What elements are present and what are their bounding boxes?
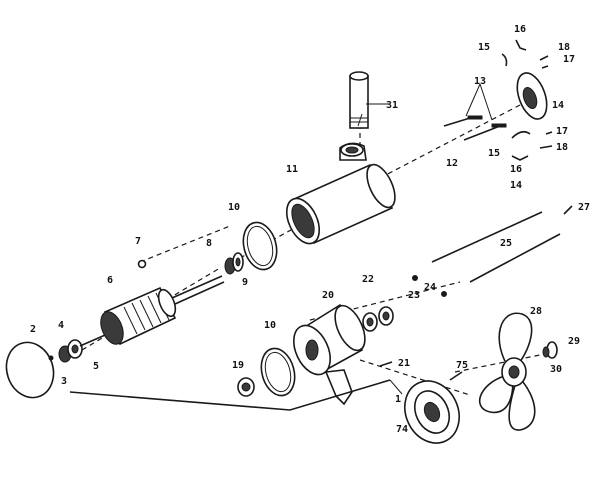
- callout-22: 22: [362, 274, 374, 285]
- callout-23: 23: [408, 290, 420, 301]
- callout-17-upper: 17: [563, 54, 575, 65]
- prop-nut-29-30: [542, 341, 558, 359]
- callout-16-upper: 16: [514, 24, 526, 35]
- gear-bearings: [362, 306, 394, 332]
- callout-74: 74: [396, 424, 408, 435]
- callout-14-lower: 14: [510, 180, 522, 191]
- propeller: [479, 312, 536, 431]
- steering-tube: [349, 71, 369, 129]
- ball-24b: [441, 291, 447, 297]
- callout-13: 13: [474, 76, 486, 87]
- callout-30: 30: [550, 364, 562, 375]
- callout-18-lower: 18: [556, 142, 568, 153]
- tie-rods: [431, 205, 573, 283]
- callout-25: 25: [500, 238, 512, 249]
- end-cap-disk: [5, 341, 55, 399]
- callout-3: 3: [61, 376, 67, 387]
- callout-17-lower: 17: [556, 126, 568, 137]
- bracket-74: [404, 380, 460, 444]
- rear-cap: [443, 72, 548, 141]
- screw-7: [137, 259, 147, 269]
- callout-27: 27: [578, 202, 590, 213]
- callout-21: 21: [398, 358, 410, 369]
- callout-15-lower: 15: [488, 148, 500, 159]
- callout-29: 29: [568, 336, 580, 347]
- callout-10-lower: 10: [264, 320, 276, 331]
- ball-24a: [412, 275, 418, 281]
- callout-8: 8: [206, 238, 212, 249]
- callout-12: 12: [446, 158, 458, 169]
- callout-14-upper: 14: [552, 100, 564, 111]
- pin-75: [449, 371, 463, 381]
- ball-3: [48, 355, 54, 361]
- callout-9: 9: [242, 277, 248, 288]
- callout-5: 5: [93, 361, 99, 372]
- callout-19: 19: [232, 360, 244, 371]
- callout-31: 31: [386, 100, 398, 111]
- callout-labels: 1 2 3 4 5 6 7 8 9 10 10 11 12 13 14 14 1…: [30, 24, 590, 435]
- gear-housing: [293, 303, 366, 406]
- screw-21: [379, 361, 393, 367]
- callout-16-lower: 16: [510, 164, 522, 175]
- brush-assembly: [224, 252, 244, 275]
- callout-18-upper: 18: [558, 42, 570, 53]
- callout-6: 6: [107, 275, 113, 286]
- brush-clips: [501, 39, 553, 161]
- callout-24: 24: [424, 282, 436, 293]
- callout-10-upper: 10: [228, 202, 240, 213]
- callout-4: 4: [58, 320, 64, 331]
- callout-1: 1: [395, 394, 401, 405]
- armature: [79, 275, 225, 347]
- callout-20: 20: [322, 290, 334, 301]
- callout-28: 28: [530, 306, 542, 317]
- nut-19: [237, 377, 255, 397]
- callout-2: 2: [30, 324, 36, 335]
- callout-7: 7: [135, 236, 141, 247]
- leader-lines: [69, 83, 493, 411]
- callout-15-upper: 15: [478, 42, 490, 53]
- front-bearing: [58, 339, 83, 363]
- callout-11: 11: [286, 164, 298, 175]
- motor-housing: [285, 142, 396, 245]
- callout-75: 75: [456, 360, 468, 371]
